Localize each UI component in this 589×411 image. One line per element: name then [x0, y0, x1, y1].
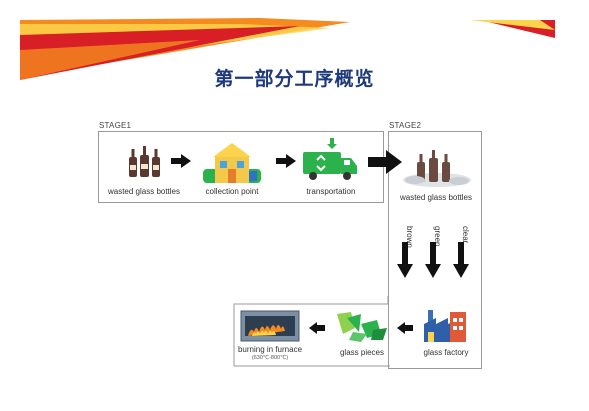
arrow-right-icon [276, 154, 296, 168]
glass-pieces-caption: glass pieces [339, 348, 385, 357]
furnace-label: burning in furnace [237, 345, 303, 354]
stage2-label: STAGE2 [389, 121, 422, 130]
arrow-right-icon [368, 150, 402, 174]
arrow-down-icon [425, 242, 441, 278]
page-title: 第一部分工序概览 [214, 68, 375, 90]
glass-bottles-icon [403, 150, 471, 187]
color-label-clear: clear [461, 226, 470, 244]
arrow-left-icon [309, 322, 325, 334]
collection-point-caption: collection point [205, 187, 259, 196]
furnace-temperature: (630℃-800℃) [251, 355, 289, 361]
stage-connector [233, 296, 390, 367]
stage1-label: STAGE1 [99, 121, 132, 130]
wasted-bottles-caption-2: wasted glass bottles [399, 193, 473, 202]
furnace-icon [240, 310, 300, 342]
header-banner [20, 18, 555, 80]
glass-bottles-icon [129, 146, 160, 177]
collection-point-icon [203, 143, 261, 183]
wasted-bottles-caption-1: wasted glass bottles [107, 187, 181, 196]
glass-factory-caption: glass factory [423, 348, 469, 357]
stage2-frame [388, 131, 482, 369]
glass-factory-icon [424, 310, 466, 342]
recycling-truck-icon [303, 138, 357, 180]
arrow-left-icon [397, 322, 413, 334]
arrow-down-icon [397, 242, 413, 278]
glass-pieces-icon [337, 312, 387, 342]
arrow-down-icon [453, 242, 469, 278]
transportation-caption: transportation [306, 187, 356, 196]
furnace-caption: burning in furnace (630℃-800℃) [234, 345, 306, 363]
arrow-right-icon [171, 154, 191, 168]
